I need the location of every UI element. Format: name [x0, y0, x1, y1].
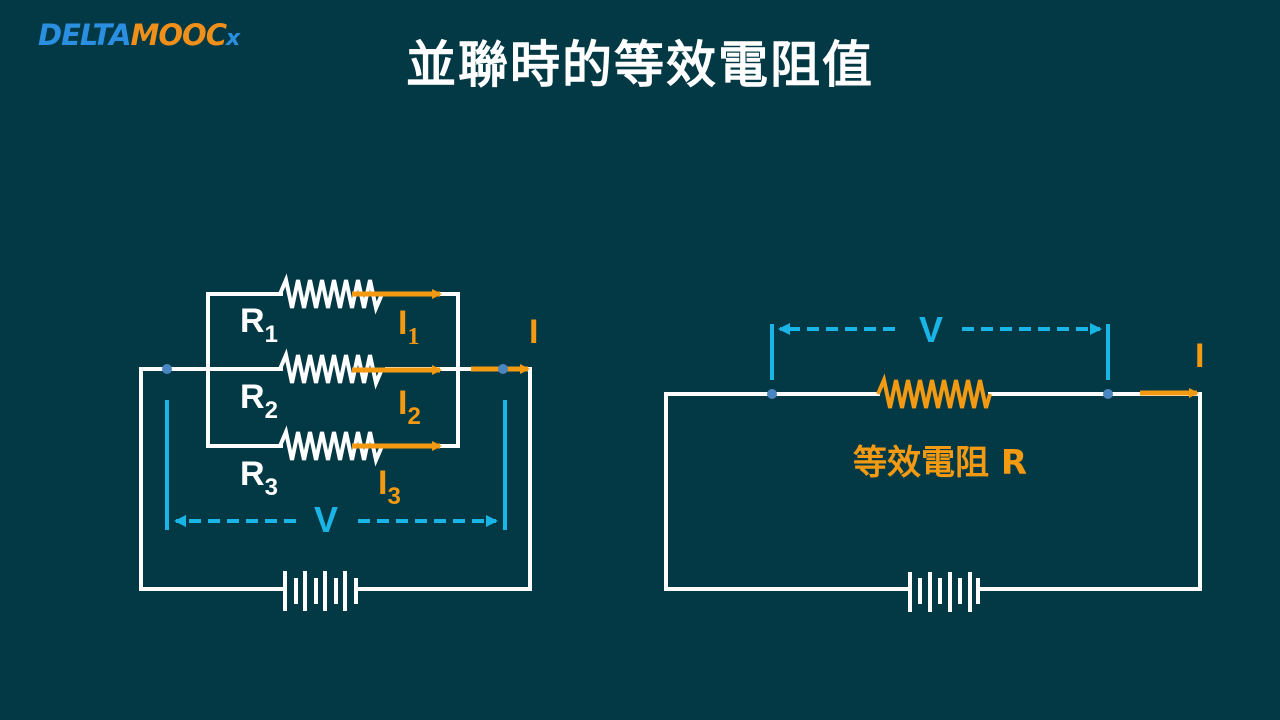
resistor-r1 [278, 273, 384, 315]
outer-wire-right [664, 392, 1202, 591]
voltage-indicator [165, 400, 507, 530]
label-r1: R1 [240, 302, 278, 348]
resistor-r2 [278, 348, 384, 390]
label-i3: I3 [378, 464, 401, 510]
logo-delta: DELTA [38, 18, 132, 52]
label-r3: R3 [240, 455, 278, 501]
label-total-current: I [529, 313, 538, 351]
deltamoocx-logo: DELTAMOOCx [38, 18, 240, 56]
node-right [498, 364, 508, 374]
parallel-circuit: R1 R2 R3 I1 I2 I3 I V [139, 273, 538, 611]
label-r2: R2 [240, 378, 278, 424]
logo-mooc: MOOC [130, 18, 227, 52]
label-total-current-right: I [1195, 337, 1204, 375]
logo-x: x [226, 26, 240, 51]
label-voltage-right: V [919, 309, 943, 350]
node-right-right [1103, 389, 1113, 399]
label-equivalent-resistor: 等效電阻 R [853, 443, 1027, 483]
node-left [162, 364, 172, 374]
label-voltage: V [314, 499, 338, 540]
outer-wire [139, 367, 532, 591]
resistor-r3 [278, 425, 384, 467]
equivalent-circuit: V I 等效電阻 R [664, 309, 1204, 612]
battery-icon-right [908, 572, 980, 612]
battery-icon [283, 571, 358, 611]
label-i2: I2 [398, 384, 421, 430]
equivalent-resistor [876, 373, 992, 409]
voltage-indicator-right [770, 323, 1110, 380]
label-i1: I1 [398, 304, 419, 350]
page-title: 並聯時的等效電阻值 [406, 36, 874, 94]
node-left-right [767, 389, 777, 399]
